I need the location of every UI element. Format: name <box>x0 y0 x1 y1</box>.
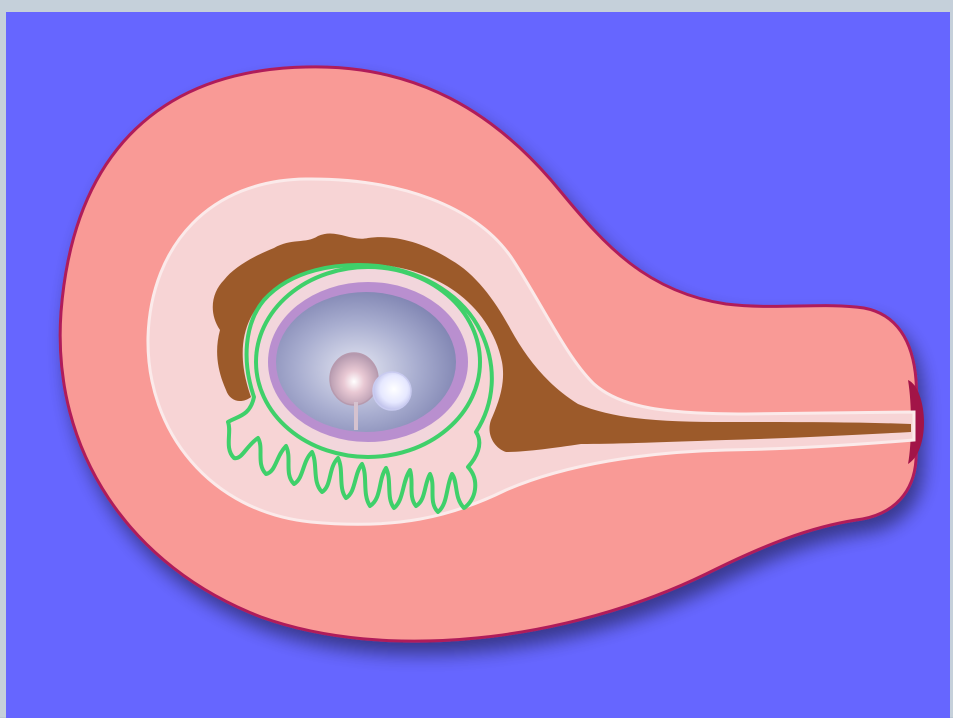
yolk-sac-icon <box>373 372 411 410</box>
uterus-pregnancy-diagram <box>6 12 950 718</box>
diagram-canvas <box>6 12 950 718</box>
embryo-icon <box>330 353 378 405</box>
